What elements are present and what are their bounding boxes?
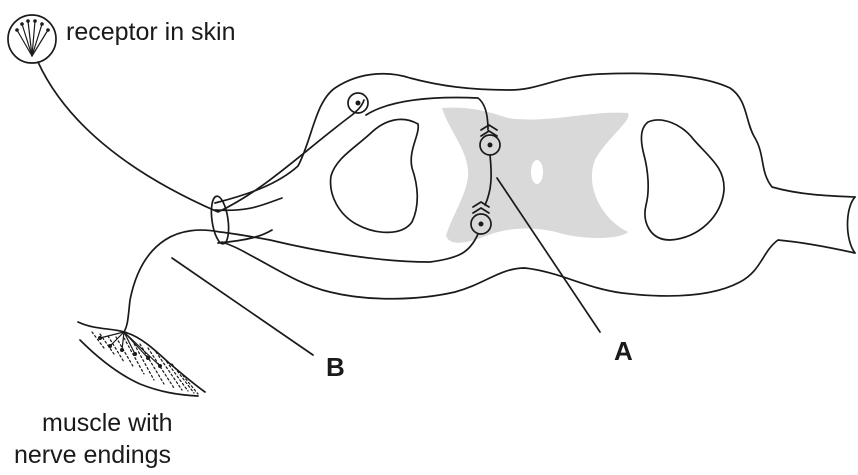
motor-cell-nucleus (479, 222, 484, 227)
sensory-neurone (38, 62, 488, 212)
receptor-nerve-endings (17, 21, 48, 56)
label-a: A (614, 336, 633, 366)
muscle-label-line1: muscle with (42, 409, 173, 437)
left-nerve-end (209, 195, 232, 245)
white-matter-right (641, 120, 724, 240)
receptor-label: receptor in skin (66, 18, 236, 46)
pointer-line-b (172, 258, 313, 355)
muscle-label-line2: nerve endings (14, 441, 171, 469)
sensory-cell-nucleus (356, 101, 361, 106)
muscle-striations (92, 332, 198, 394)
right-nerve-end (848, 197, 856, 253)
central-canal (531, 160, 543, 184)
receptor-end-dots (15, 19, 50, 32)
relay-cell-nucleus (488, 143, 493, 148)
label-b: B (326, 352, 345, 382)
motor-neurone (124, 230, 478, 332)
white-matter-left (331, 119, 419, 232)
motor-end-plates (98, 336, 162, 368)
